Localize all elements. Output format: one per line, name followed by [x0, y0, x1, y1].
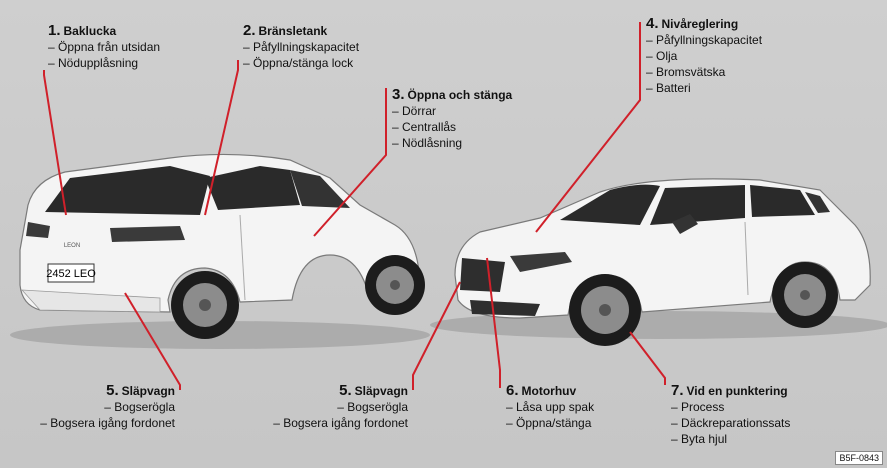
- callout-item: – Bogserögla: [104, 400, 175, 414]
- leader-2: [204, 60, 239, 216]
- leader-6: [486, 257, 501, 388]
- front-car: [454, 178, 871, 346]
- callout-number: 2.: [243, 22, 256, 39]
- callout-item: – Öppna/stänga: [506, 416, 592, 430]
- callout-item: – Dörrar: [392, 104, 437, 118]
- leader-lines: [43, 22, 666, 390]
- callout-number: 5.: [106, 382, 119, 399]
- callout-baklucka: 1.Baklucka – Öppna från utsidan – Nödupp…: [48, 23, 160, 71]
- callout-item: – Öppna/stänga lock: [243, 56, 354, 70]
- callout-item: – Bogsera igång fordonet: [40, 416, 175, 430]
- callout-title: Nivåreglering: [661, 17, 739, 31]
- leader-4: [535, 22, 641, 233]
- callout-item: – Däckreparationssats: [671, 416, 791, 430]
- callout-item: – Olja: [646, 49, 678, 63]
- leader-7: [629, 331, 666, 385]
- figure-code: B5F-0843: [835, 451, 883, 465]
- callout-item: – Påfyllningskapacitet: [646, 33, 763, 47]
- callout-item: – Centrallås: [392, 120, 457, 134]
- callout-slapvagn-left: 5.Släpvagn – Bogserögla – Bogsera igång …: [40, 383, 175, 431]
- callout-title: Släpvagn: [354, 384, 408, 398]
- callout-title: Öppna och stänga: [407, 88, 513, 102]
- callout-item: – Bromsvätska: [646, 65, 726, 79]
- leader-5a: [124, 292, 181, 390]
- callout-slapvagn-center: 5.Släpvagn – Bogserögla – Bogsera igång …: [273, 383, 408, 431]
- leader-1: [43, 70, 67, 216]
- callout-motorhuv: 6.Motorhuv – Låsa upp spak – Öppna/stäng…: [506, 383, 594, 431]
- callout-title: Släpvagn: [121, 384, 175, 398]
- callout-oppna-stanga: 3.Öppna och stänga – Dörrar – Centrallås…: [392, 87, 512, 151]
- rear-car: 2452 LEO LEON: [19, 153, 425, 339]
- callout-number: 6.: [506, 382, 519, 399]
- callout-item: – Påfyllningskapacitet: [243, 40, 360, 54]
- callout-item: – Låsa upp spak: [506, 400, 595, 414]
- callout-number: 7.: [671, 382, 684, 399]
- callout-title: Bränsletank: [258, 24, 328, 38]
- callout-number: 3.: [392, 86, 405, 103]
- leader-3: [313, 88, 387, 237]
- callout-item: – Batteri: [646, 81, 691, 95]
- callout-number: 4.: [646, 15, 659, 32]
- callout-title: Baklucka: [63, 24, 117, 38]
- callout-title: Motorhuv: [521, 384, 577, 398]
- plate-text: 2452 LEO: [46, 268, 96, 280]
- callout-item: – Öppna från utsidan: [48, 40, 161, 54]
- leader-5b: [412, 281, 461, 390]
- callout-item: – Nödupplåsning: [48, 56, 139, 70]
- callout-bransletank: 2.Bränsletank – Påfyllningskapacitet – Ö…: [243, 23, 359, 71]
- callout-item: – Byta hjul: [671, 432, 728, 446]
- callout-nivareglering: 4.Nivåreglering – Påfyllningskapacitet –…: [646, 16, 762, 96]
- badge-text: LEON: [64, 243, 80, 249]
- callout-item: – Nödlåsning: [392, 136, 463, 150]
- callout-item: – Bogsera igång fordonet: [273, 416, 408, 430]
- callout-item: – Process: [671, 400, 725, 414]
- callout-number: 5.: [339, 382, 352, 399]
- callout-item: – Bogserögla: [337, 400, 408, 414]
- callout-title: Vid en punktering: [686, 384, 788, 398]
- callout-punktering: 7.Vid en punktering – Process – Däckrepa…: [671, 383, 790, 447]
- callout-number: 1.: [48, 22, 61, 39]
